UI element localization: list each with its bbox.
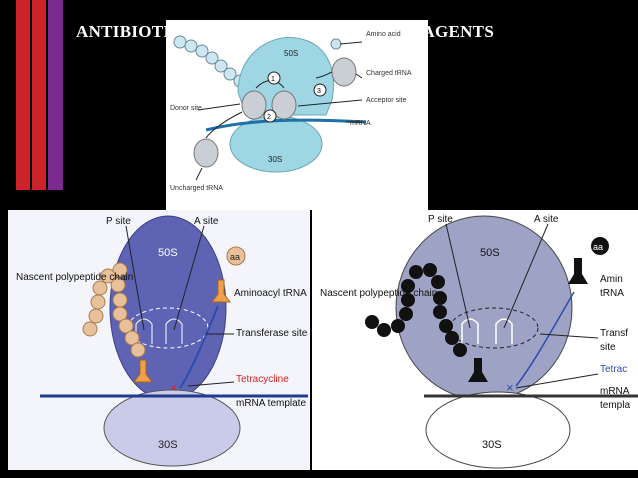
bottom-left-diagram: 50S 30S aa × P site A site Nascent polyp…: [8, 210, 310, 470]
br-30s-label: 30S: [482, 439, 502, 451]
br-50s-subunit: [395, 215, 573, 401]
top-trna-acceptor: [271, 90, 297, 120]
top-uncharged-trna-label: Uncharged tRNA: [170, 185, 223, 192]
bl-p-site-label: P site: [106, 216, 131, 227]
bl-50s-subunit: [109, 215, 227, 401]
top-charged-trna: [331, 57, 357, 87]
top-trna-donor: [241, 90, 267, 120]
bl-block-x: ×: [170, 381, 177, 395]
top-donor-site-label: Donor site: [170, 105, 202, 112]
top-mrna-strand: [205, 118, 367, 132]
br-trna-label: tRNA: [600, 288, 624, 299]
top-step3-marker: [313, 83, 327, 97]
bl-peptide-chain: [82, 262, 146, 358]
stripe-purple: [48, 0, 63, 190]
br-peptide-chain: [365, 263, 467, 357]
bl-nascent-label: Nascent polypeptide chain: [16, 272, 133, 283]
top-step1-marker: [267, 71, 281, 85]
br-nascent-label: Nascent polypeptide chain: [320, 288, 437, 299]
br-aa-label: aa: [593, 242, 603, 252]
br-transf-label: Transf: [600, 328, 628, 339]
stripe-red-1: [16, 0, 30, 190]
top-arrows: [195, 41, 363, 181]
bl-mrna-template-label: mRNA template: [236, 398, 306, 409]
top-step3-label: 3: [317, 88, 321, 95]
br-blocked-arrow: [515, 291, 575, 387]
bl-tetracycline-label: Tetracycline: [236, 374, 289, 385]
br-p-site-loop: [461, 318, 479, 344]
br-tetrac-label: Tetrac: [600, 364, 627, 375]
br-mrna-label: mRNA: [600, 386, 630, 397]
br-peptidyl-trna: [468, 358, 488, 382]
bl-50s-label: 50S: [158, 247, 178, 259]
bl-peptidyl-trna: [133, 359, 153, 383]
top-30s-label: 30S: [268, 155, 282, 164]
top-step2-marker: [263, 109, 277, 123]
top-uncharged-trna: [193, 138, 219, 168]
bottom-left-svg: 50S 30S aa × P site A site Nascent polyp…: [16, 215, 308, 467]
br-templa-label: templa: [600, 400, 630, 411]
top-diagram-svg: 50S 30S 1 3 2 Amino acid Charged tRNA Ac…: [170, 31, 412, 192]
bl-aa-circle: [226, 246, 246, 266]
bl-a-site-label: A site: [194, 216, 219, 227]
bl-30s-label: 30S: [158, 439, 178, 451]
bl-aa-label: aa: [230, 252, 240, 262]
bottom-right-diagram: 50S 30S aa × P site A site Nascent polyp…: [312, 210, 638, 470]
bl-transferase-label: Transferase site: [236, 328, 308, 339]
top-diagram: 50S 30S 1 3 2 Amino acid Charged tRNA Ac…: [166, 20, 428, 210]
br-a-site-label: A site: [534, 214, 559, 225]
top-charged-trna-label: Charged tRNA: [366, 70, 412, 77]
top-amino-acid: [330, 38, 342, 50]
top-50s-label: 50S: [284, 49, 298, 58]
bl-a-site-loop: [165, 318, 183, 344]
br-block-x: ×: [506, 380, 514, 395]
bl-blocked-arrow: [179, 305, 219, 389]
top-mrna-label: mRNA: [350, 120, 371, 127]
br-50s-label: 50S: [480, 247, 500, 259]
br-a-site-loop: [495, 318, 513, 344]
top-amino-acid-label: Amino acid: [366, 31, 401, 38]
br-amin-label: Amin: [600, 274, 623, 285]
br-aminoacyl-trna: [568, 258, 588, 284]
br-30s-subunit: [425, 391, 571, 469]
br-aa-circle: [591, 237, 609, 255]
top-step1-label: 1: [271, 76, 275, 83]
stripe-red-2: [32, 0, 46, 190]
bl-aminoacyl-label: Aminoacyl tRNA: [234, 288, 307, 299]
top-acceptor-site-label: Acceptor site: [366, 97, 407, 104]
bl-pointer-lines: [125, 225, 235, 387]
bl-p-site-loop: [135, 318, 153, 344]
bl-30s-subunit: [103, 389, 241, 467]
br-pointer-lines: [445, 223, 599, 389]
br-site-label: site: [600, 342, 616, 353]
br-transferase-site: [449, 307, 539, 349]
bl-aminoacyl-trna: [211, 279, 231, 303]
bottom-right-svg: 50S 30S aa × P site A site Nascent polyp…: [320, 214, 638, 469]
top-step2-label: 2: [267, 114, 271, 121]
br-p-site-label: P site: [428, 214, 453, 225]
